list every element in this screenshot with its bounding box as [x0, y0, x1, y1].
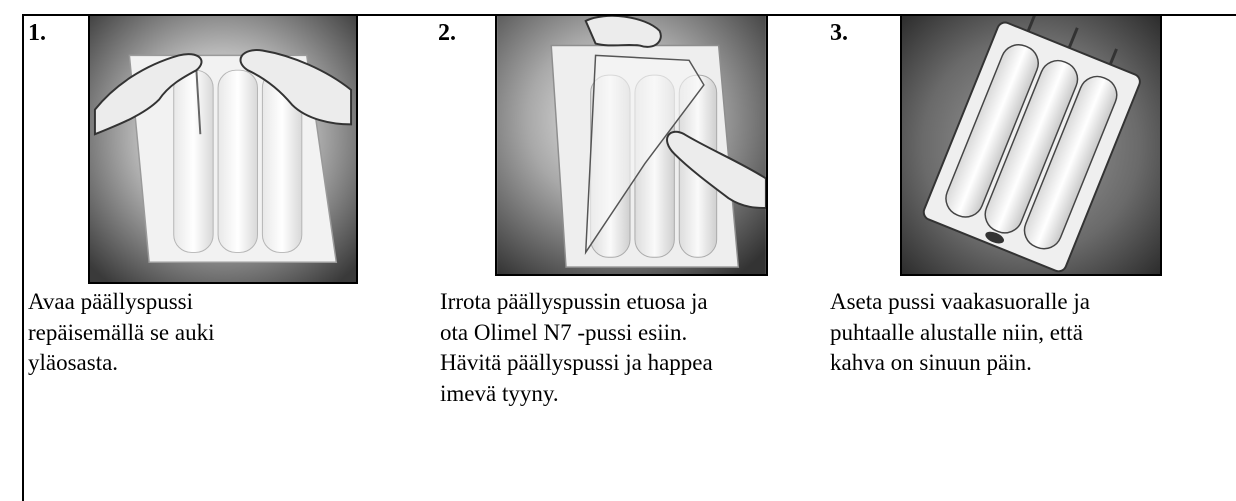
table-left-border	[22, 14, 24, 501]
peeling-outer-bag-icon	[495, 14, 768, 276]
bag-on-flat-surface-icon	[900, 14, 1162, 276]
step-caption: Irrota päällyspussin etuosa ja ota Olime…	[440, 287, 713, 409]
step-number: 2.	[438, 20, 456, 46]
step-caption: Aseta pussi vaakasuoralle ja puhtaalle a…	[830, 287, 1090, 379]
step-number: 3.	[830, 20, 848, 46]
tearing-outer-bag-icon	[88, 14, 358, 284]
step-number: 1.	[28, 20, 46, 46]
step-caption: Avaa päällyspussi repäisemällä se auki y…	[28, 287, 214, 379]
